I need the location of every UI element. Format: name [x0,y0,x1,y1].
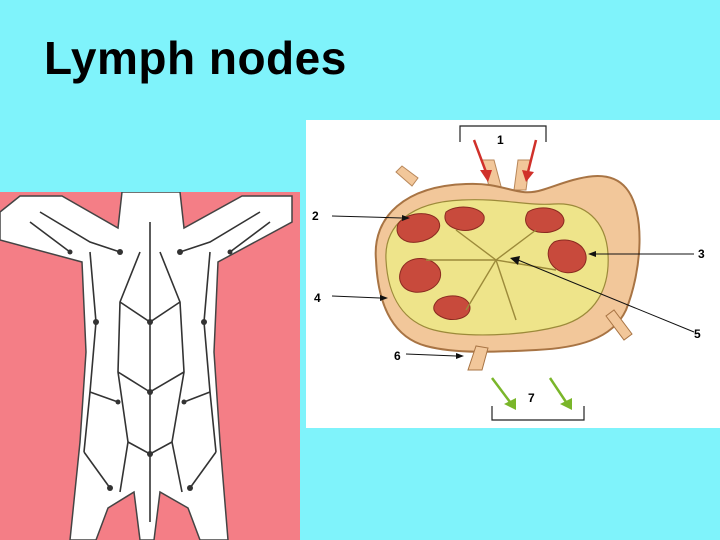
callout-2: 2 [312,209,319,223]
callout-3: 3 [698,247,705,261]
body-lymphatic-svg [0,192,293,540]
efferent-vessel [467,345,489,371]
afferent-arrows [472,139,538,182]
lymph-node-cross-section: 1 2 3 4 5 6 7 [306,120,720,428]
body-lymphatic-illustration [0,192,300,540]
right-vessel [605,309,633,341]
bracket-1 [459,125,547,142]
bracket-7 [491,406,585,421]
lymph-node-dots [67,249,233,491]
afferent-vessels [395,159,531,191]
callout-leaders [331,215,695,359]
callout-1: 1 [497,133,504,147]
lymph-vessels [29,211,271,522]
node-trabeculae [426,229,557,321]
callout-4: 4 [314,291,321,305]
lymph-follicles [396,206,587,321]
callout-6: 6 [394,349,401,363]
efferent-arrows [491,377,572,410]
body-silhouette [0,192,293,540]
callout-7: 7 [528,391,535,405]
callout-5: 5 [694,327,701,341]
slide-title: Lymph nodes [44,32,347,84]
lymph-node-svg: 1 2 3 4 5 6 7 [312,125,705,421]
